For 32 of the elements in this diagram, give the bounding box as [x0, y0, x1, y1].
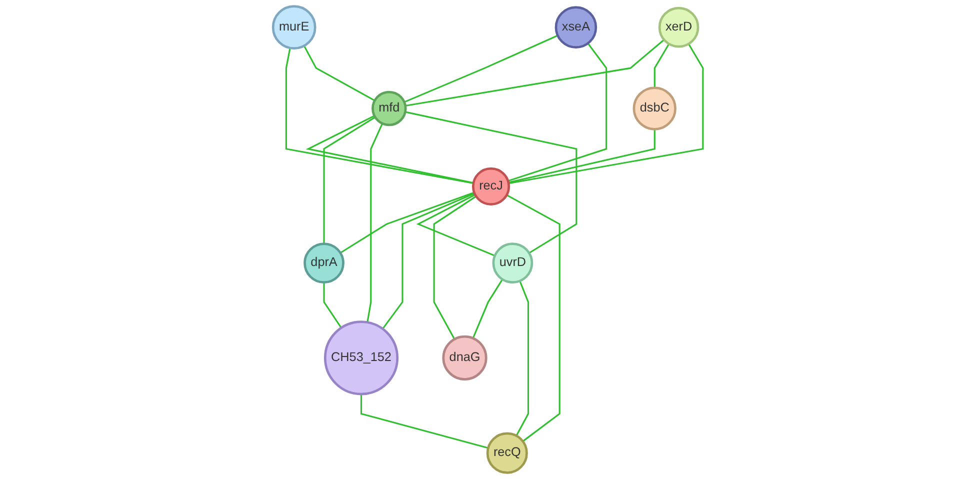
connector: [303, 45, 376, 102]
node-circle: xseA: [554, 6, 598, 48]
connector: [323, 116, 376, 244]
node-circle: dsbC: [632, 86, 676, 130]
connector: [306, 115, 474, 184]
connector: [516, 280, 530, 436]
node-circle: dnaG: [442, 335, 488, 380]
node-circle: murE: [272, 5, 316, 50]
node-circle: CH53_152: [324, 320, 399, 396]
node-circle: mfd: [372, 90, 407, 126]
connector: [416, 194, 496, 256]
node-circle: uvrD: [492, 242, 534, 284]
connector: [382, 192, 475, 330]
connector: [360, 394, 488, 449]
node-circle: dprA: [304, 242, 344, 284]
node-circle: recJ: [472, 167, 510, 206]
node-circle: recQ: [486, 432, 528, 474]
connector: [405, 39, 665, 107]
connector: [508, 42, 608, 182]
connector: [404, 34, 558, 103]
connector: [366, 123, 384, 322]
connector: [340, 192, 474, 254]
connector: [285, 48, 474, 184]
connector: [508, 129, 656, 184]
connector: [323, 282, 342, 328]
connector: [508, 43, 704, 184]
connector: [506, 194, 560, 442]
connector: [654, 43, 670, 88]
node-circle: xerD: [658, 6, 700, 48]
connector: [405, 111, 578, 254]
connector: [472, 278, 504, 338]
connector: [433, 196, 477, 340]
